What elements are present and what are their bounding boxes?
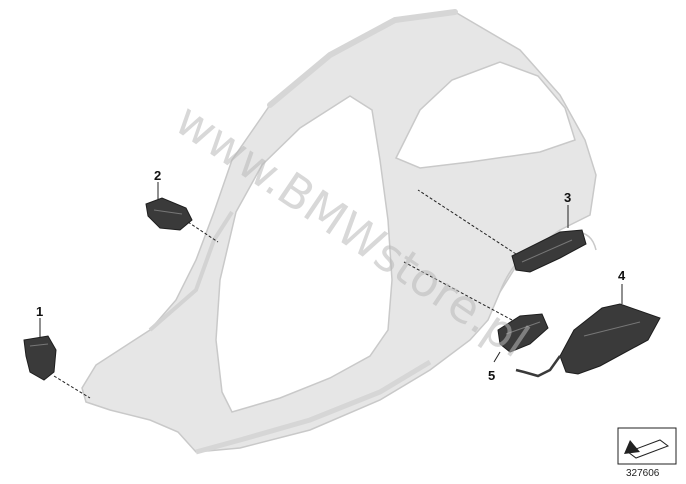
reference-number: 327606 [626,468,660,479]
legend-box [617,427,677,465]
part-3-bracket [511,229,587,273]
callout-1: 1 [36,304,43,319]
side-frame-panel [81,9,597,455]
part-5-bracket [497,313,549,353]
arrow-legend-icon [624,439,670,459]
callout-4: 4 [618,268,626,283]
callout-5: 5 [488,368,495,383]
leader-lines [39,182,623,399]
part-1-bracket [23,335,57,381]
callout-2: 2 [154,168,161,183]
part-4-panel [515,303,661,378]
callout-3: 3 [564,190,571,205]
part-2-bracket [145,197,193,231]
